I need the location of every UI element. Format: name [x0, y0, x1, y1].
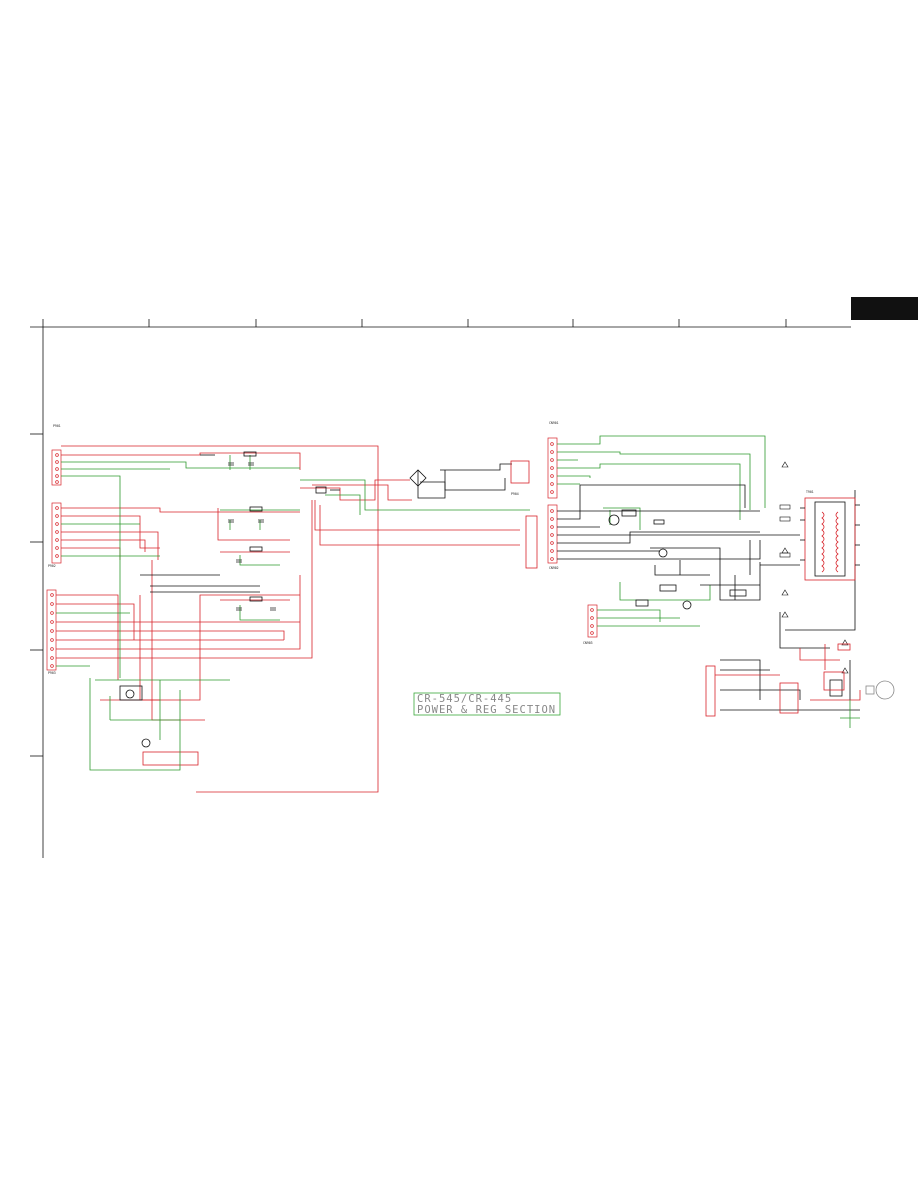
connector-p902: [51, 502, 62, 564]
plug-symbol: [865, 680, 895, 700]
green-nets-right-bottom: [840, 700, 860, 728]
connector-label-cn903: CN903: [583, 641, 593, 645]
red-nets-right-bottom: [705, 643, 861, 717]
connector-p901: [51, 449, 62, 486]
capacitors-left: [228, 462, 276, 611]
sheet-frame: [30, 319, 851, 858]
green-nets-right: [557, 435, 766, 627]
connector-cn903: [587, 604, 598, 638]
connector-p903: [46, 589, 57, 671]
transformer-t901: [800, 497, 860, 581]
red-nets-left: [56, 445, 379, 793]
connector-cn901: [547, 437, 558, 499]
fuse-symbols: [779, 461, 849, 674]
connector-label-p903: P903: [48, 671, 56, 675]
green-nets-left: [56, 455, 300, 771]
center-bridge: [300, 460, 538, 569]
black-nets-right: [557, 484, 860, 711]
connector-label-cn901: CN901: [549, 421, 559, 425]
connector-label-p902: P902: [48, 564, 56, 568]
title-block: CR-545/CR-445 POWER & REG SECTION: [413, 692, 561, 716]
section-tab: [851, 297, 918, 320]
transformer-label: T901: [806, 490, 814, 494]
title-line-1: CR-545/CR-445: [417, 693, 512, 705]
connector-label-p904: P904: [511, 492, 519, 496]
connector-label-cn902: CN902: [549, 566, 559, 570]
black-nets-left: [119, 451, 263, 748]
connector-label-p901: P901: [53, 424, 61, 428]
component-annotations: P901 P902 P903 P904 CN901 CN902 CN903 T9…: [48, 421, 814, 675]
title-line-2: POWER & REG SECTION: [417, 704, 556, 716]
connector-cn902: [547, 504, 558, 564]
